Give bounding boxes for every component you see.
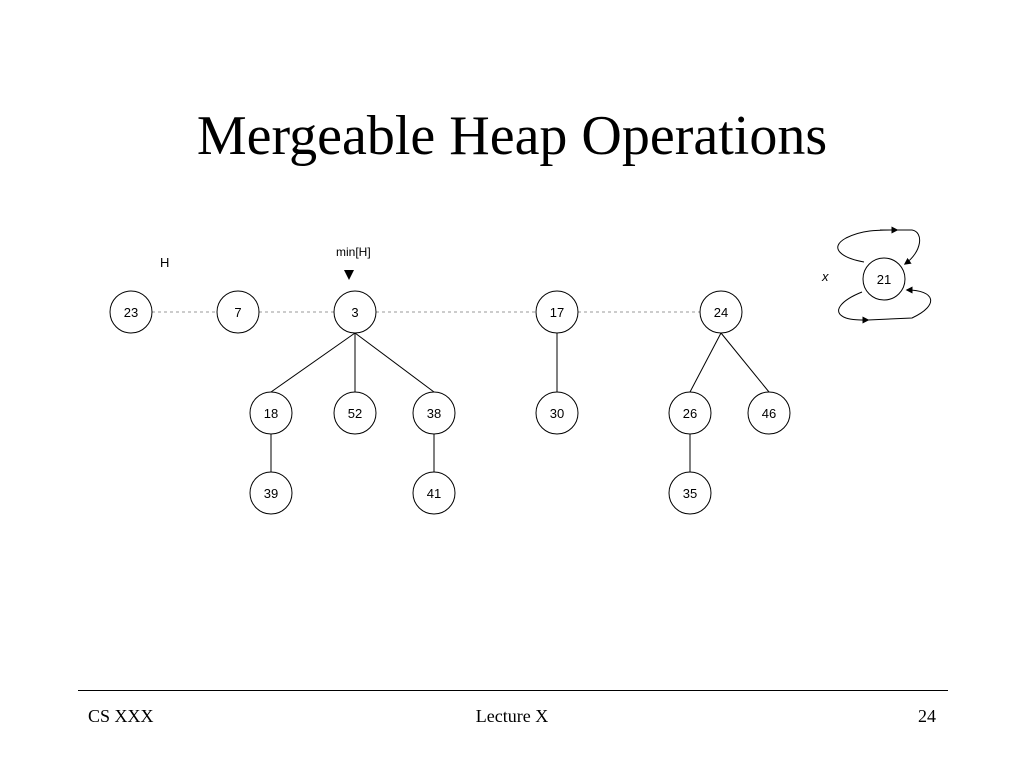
node-52: 52: [333, 391, 377, 435]
svg-text:46: 46: [762, 406, 776, 421]
node-30: 30: [535, 391, 579, 435]
loop-arrow-bottom-right: [867, 286, 932, 321]
node-46: 46: [747, 391, 791, 435]
node-17: 17: [535, 290, 579, 334]
svg-text:23: 23: [124, 305, 138, 320]
slide-title: Mergeable Heap Operations: [196, 105, 828, 167]
node-26: 26: [668, 391, 712, 435]
node-21: 21: [862, 257, 906, 301]
footer-course: CS XXX: [88, 706, 154, 726]
loop-arrow-top-left: [837, 226, 899, 263]
new-node-x: x 21: [821, 226, 932, 324]
footer-lecture: Lecture X: [475, 706, 549, 726]
node-3: 3: [333, 290, 377, 334]
heap-label: H: [160, 255, 169, 270]
footer-page-number: 24: [918, 706, 936, 726]
min-pointer-arrow-icon: [344, 270, 354, 280]
svg-text:35: 35: [683, 486, 697, 501]
edge-24-26: [689, 332, 722, 393]
svg-text:30: 30: [550, 406, 564, 421]
node-35: 35: [668, 471, 712, 515]
loop-arrow-bottom-left: [838, 291, 870, 324]
node-7: 7: [216, 290, 260, 334]
svg-text:41: 41: [427, 486, 441, 501]
svg-text:24: 24: [714, 305, 728, 320]
node-23: 23: [109, 290, 153, 334]
node-18: 18: [249, 391, 293, 435]
node-41: 41: [412, 471, 456, 515]
heap-nodes: 23 7 3 17 24 18 52 38 30 26 46 39 41 35: [109, 290, 791, 515]
svg-text:38: 38: [427, 406, 441, 421]
svg-text:18: 18: [264, 406, 278, 421]
edge-3-38: [354, 332, 435, 393]
node-38: 38: [412, 391, 456, 435]
svg-text:3: 3: [351, 305, 358, 320]
svg-text:17: 17: [550, 305, 564, 320]
node-39: 39: [249, 471, 293, 515]
node-24: 24: [699, 290, 743, 334]
svg-text:52: 52: [348, 406, 362, 421]
svg-text:7: 7: [234, 305, 241, 320]
svg-text:21: 21: [877, 272, 891, 287]
edge-24-46: [720, 332, 770, 393]
loop-arrow-top-right: [880, 229, 921, 265]
tree-edges: [270, 332, 770, 472]
x-label: x: [821, 269, 829, 284]
svg-text:39: 39: [264, 486, 278, 501]
min-pointer-label: min[H]: [336, 245, 371, 259]
footer-divider: [78, 690, 948, 691]
edge-3-18: [270, 332, 356, 393]
svg-text:26: 26: [683, 406, 697, 421]
